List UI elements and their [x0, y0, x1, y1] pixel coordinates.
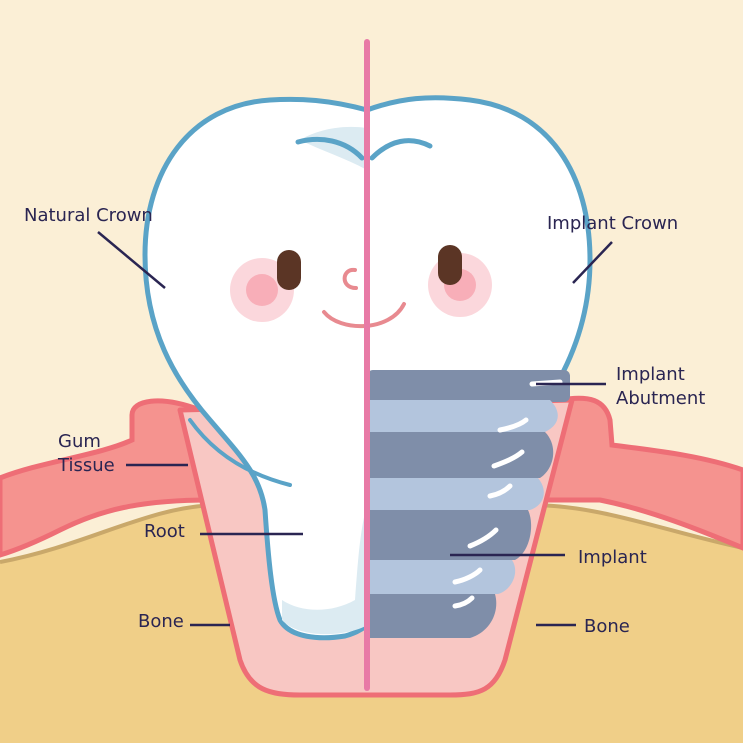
tooth-face [230, 245, 492, 329]
implant-cusp-line [369, 138, 433, 161]
label-implant-abutment-line1: Implant [616, 364, 685, 385]
implant-abutment [367, 370, 570, 402]
natural-tooth [142, 96, 370, 641]
gum-tissue-right [542, 395, 743, 551]
label-bone-left: Bone [138, 611, 184, 632]
leader-implant-crown [572, 241, 613, 284]
implant-screw [367, 379, 563, 638]
right-eye [438, 245, 462, 285]
leader-natural-crown [97, 231, 166, 289]
label-root: Root [144, 521, 185, 542]
label-implant: Implant [578, 547, 647, 568]
nose [342, 267, 358, 290]
cusp-line [295, 136, 365, 161]
label-implant-abutment-line2: Abutment [616, 388, 706, 409]
implant-crown [364, 95, 593, 381]
label-natural-crown: Natural Crown [24, 205, 153, 226]
root-shading [282, 505, 367, 635]
bone-edge [0, 503, 743, 564]
label-bone-right: Bone [584, 616, 630, 637]
label-gum-tissue-line1: Gum [58, 431, 101, 452]
label-implant-crown: Implant Crown [547, 213, 679, 234]
left-eye [277, 250, 301, 290]
label-gum-tissue-line2: Tissue [58, 455, 115, 476]
crown-inner-line [188, 418, 292, 487]
